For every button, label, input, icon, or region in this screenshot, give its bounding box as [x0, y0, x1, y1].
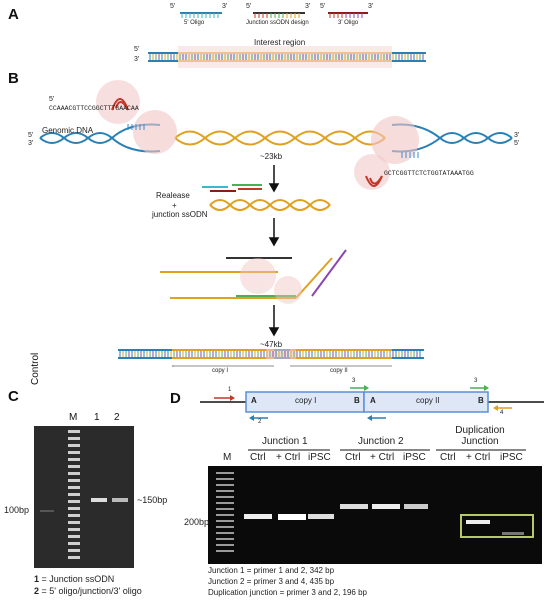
highlight-box	[460, 514, 534, 538]
d-a-left: A	[251, 396, 257, 405]
band-lane1	[91, 498, 107, 502]
b-three-prime-r: 3'	[514, 132, 520, 139]
flow-arrows	[268, 165, 280, 337]
d-b-right: B	[478, 396, 484, 405]
panel-d-label: D	[170, 390, 181, 407]
three-prime-mark-1: 3'	[222, 3, 228, 10]
release-fragments	[202, 184, 331, 211]
lane-m-label: M	[69, 412, 78, 423]
b-five-prime-l: 5'	[28, 132, 34, 139]
panel-a-label: A	[8, 6, 19, 23]
bp200-label: 200bp	[184, 517, 210, 527]
seq-left-prime: 5'	[49, 96, 55, 103]
size-23kb: ~23kb	[260, 152, 283, 161]
genomic-dna-label: Genomic DNA	[42, 126, 94, 135]
band-j1-ipsc	[308, 514, 334, 519]
lane-d7: Ctrl	[440, 452, 456, 463]
lane-control-label: Control	[30, 352, 41, 385]
junction-ssodn-glyph	[253, 12, 305, 18]
three-prime-mark-2: 3'	[305, 3, 311, 10]
marker-ladder-c	[68, 430, 80, 562]
five-prime-mark-2: 5'	[246, 3, 252, 10]
bp150-label: ~150bp	[137, 495, 168, 505]
five-prime-mark-1: 5'	[170, 3, 176, 10]
b-five-prime-r: 5'	[514, 140, 520, 147]
interest-region-label: Interest region	[254, 38, 306, 47]
group-junction2: Junction 2	[358, 436, 404, 447]
lane-1-label: 1	[94, 412, 100, 423]
copy2-label: copy II	[330, 368, 348, 374]
primer-3a: 3	[352, 378, 356, 384]
bp100-label: 100bp	[4, 505, 30, 515]
lane-d6: iPSC	[403, 452, 426, 463]
panel-c-label: C	[8, 388, 19, 405]
lane-d8: + Ctrl	[466, 452, 491, 463]
band-j1-ctrl	[244, 514, 272, 519]
junction-ssodn-label: junction ssODN	[152, 210, 208, 219]
group-dup-junction: Duplication Junction	[455, 425, 505, 447]
primer-4: 4	[500, 410, 504, 416]
five-oligo-label: 5' Oligo	[184, 20, 205, 26]
marker-ladder-d	[216, 472, 234, 554]
a-three-prime: 3'	[134, 56, 140, 63]
release-label: Realease	[156, 191, 190, 200]
lane-d1: Ctrl	[250, 452, 266, 463]
panel-b-genomic	[39, 80, 513, 190]
primer-1: 1	[228, 387, 232, 393]
note-1: Junction 1 = primer 1 and 2, 342 bp	[208, 566, 335, 575]
five-oligo-glyph	[180, 12, 222, 18]
copy1-label: copy I	[212, 368, 229, 374]
band-control	[40, 510, 54, 512]
lane-d9: iPSC	[500, 452, 523, 463]
final-dsdna	[118, 349, 424, 367]
three-oligo-label: 3' Oligo	[338, 20, 359, 26]
d-b-left: B	[354, 396, 360, 405]
sgrna-seq-left: CCAAACGTTCCGGCTTTGAACAA	[49, 105, 139, 112]
group-junction1: Junction 1	[262, 436, 308, 447]
panel-a-dsdna	[148, 46, 426, 68]
band-dup-pos	[466, 520, 490, 524]
lane-marker-d: M	[223, 452, 232, 463]
size-47kb: ~47kb	[260, 340, 283, 349]
lane-d4: Ctrl	[345, 452, 361, 463]
note-3: Duplication junction = primer 3 and 2, 1…	[208, 588, 367, 597]
junction-design-label: Junction ssODN design	[246, 20, 309, 26]
d-copy1: copy I	[295, 396, 317, 405]
b-three-prime-l: 3'	[28, 140, 34, 147]
lane-d2: + Ctrl	[276, 452, 301, 463]
panel-d-schematic	[200, 385, 544, 451]
lane-d3: iPSC	[308, 452, 331, 463]
sgrna-seq-right: GCTCGGTTCTCTGGTATAAATGG	[384, 170, 474, 177]
gel-c	[34, 426, 134, 568]
gel-d	[208, 466, 542, 564]
band-dup-ipsc	[502, 532, 524, 535]
primer-3b: 3	[474, 378, 478, 384]
three-prime-mark-3: 3'	[368, 3, 374, 10]
band-j1-pos	[278, 514, 306, 520]
d-copy2: copy II	[416, 396, 440, 405]
band-j2-ctrl	[340, 504, 368, 509]
legend-2: 2 = 5' oligo/junction/3' oligo	[34, 586, 142, 596]
primer-2: 2	[258, 419, 262, 425]
a-five-prime: 5'	[134, 46, 140, 53]
legend-1: 1 = Junction ssODN	[34, 574, 115, 584]
lane-2-label: 2	[114, 412, 120, 423]
annealing-step	[160, 249, 347, 304]
band-lane2	[112, 498, 128, 502]
band-j2-ipsc	[404, 504, 428, 509]
lane-d5: + Ctrl	[370, 452, 395, 463]
band-j2-pos	[372, 504, 400, 509]
note-2: Junction 2 = primer 3 and 4, 435 bp	[208, 577, 335, 586]
d-a-right: A	[370, 396, 376, 405]
panel-b-label: B	[8, 70, 19, 87]
three-oligo-glyph	[328, 12, 368, 18]
plus-label: +	[172, 201, 177, 210]
five-prime-mark-3: 5'	[320, 3, 326, 10]
